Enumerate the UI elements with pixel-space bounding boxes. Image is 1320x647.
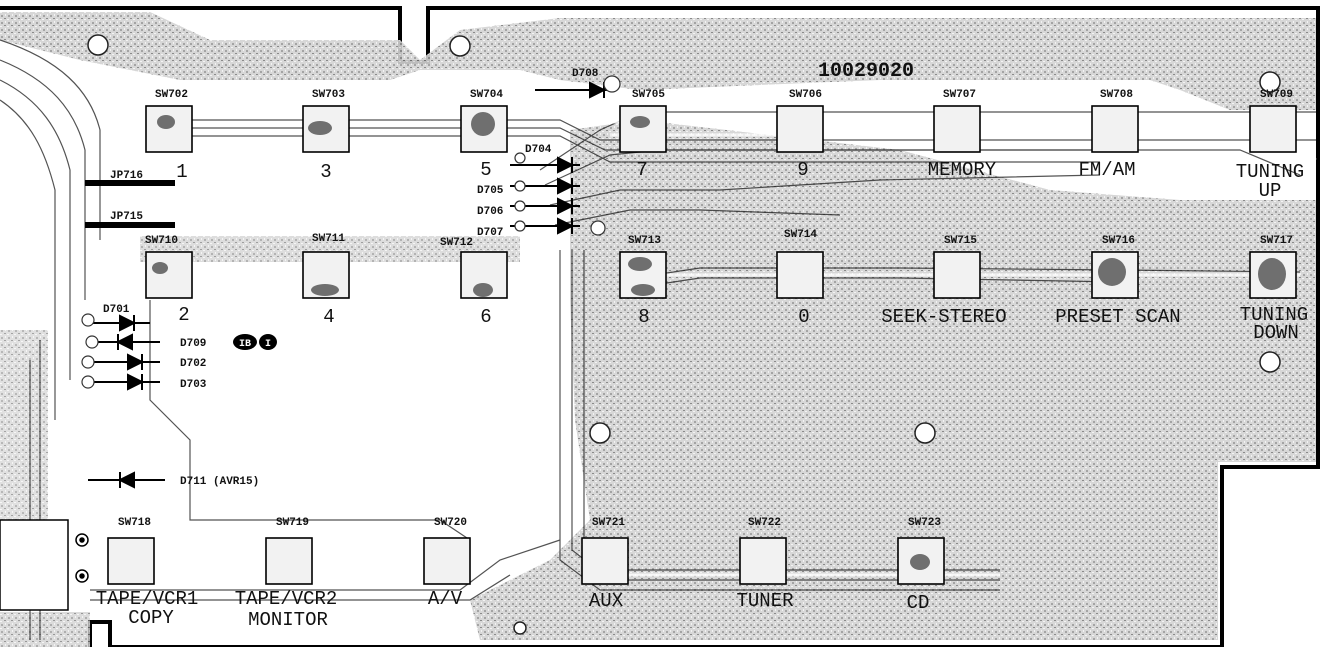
mounting-holes <box>87 34 1281 635</box>
sw705-ref: SW705 <box>632 89 665 101</box>
jp715-label: JP715 <box>110 211 143 223</box>
sw707-pad <box>933 105 981 153</box>
sw717-ref: SW717 <box>1260 235 1293 247</box>
sw709-ref: SW709 <box>1260 89 1293 101</box>
sw711-label: 4 <box>323 306 334 328</box>
sw703-label: 3 <box>320 161 331 183</box>
sw706-pad <box>776 105 824 153</box>
part-number: 10029020 <box>818 60 914 83</box>
sw716-label: PRESET SCAN <box>1055 306 1180 328</box>
sw702-label: 1 <box>176 161 187 183</box>
marker-ib-text: IB <box>239 339 251 350</box>
marker-i-text: I <box>265 339 271 350</box>
sw708-label: FM/AM <box>1078 159 1135 181</box>
connector-left <box>0 519 89 611</box>
copper-pour-right <box>470 120 1316 640</box>
sw720-pad <box>423 537 471 585</box>
sw720-label: A/V <box>428 588 463 610</box>
diode-labels: D708 D704 D705 D706 D707 D701 D709 D702 … <box>103 68 599 488</box>
d709-label: D709 <box>180 338 206 350</box>
marker-ib <box>233 334 257 350</box>
sw711-ref: SW711 <box>312 233 345 245</box>
sw722-ref: SW722 <box>748 517 781 529</box>
sw716-ref: SW716 <box>1102 235 1135 247</box>
copper-strip-middle <box>140 236 520 262</box>
sw706-label: 9 <box>797 159 808 181</box>
sw709-label-2: UP <box>1259 180 1282 202</box>
sw715-label: SEEK-STEREO <box>881 306 1006 328</box>
sw713-ref: SW713 <box>628 235 661 247</box>
sw715-ref: SW715 <box>944 235 977 247</box>
sw710-pad <box>145 251 193 299</box>
sw723-ref: SW723 <box>908 517 941 529</box>
traces <box>0 39 1316 640</box>
sw704-label: 5 <box>480 159 491 181</box>
sw719-label-2: MONITOR <box>248 609 328 631</box>
sw705-label: 7 <box>636 159 647 181</box>
sw722-pad <box>739 537 787 585</box>
d707-label: D707 <box>477 227 503 239</box>
vias <box>81 75 621 389</box>
switch-pads <box>107 105 1297 585</box>
sw718-label-2: COPY <box>128 607 174 629</box>
sw713-label: 8 <box>638 306 649 328</box>
sw723-label: CD <box>907 592 930 614</box>
sw706-ref: SW706 <box>789 89 822 101</box>
pad-contacts <box>152 112 1286 570</box>
sw712-pad <box>460 251 508 299</box>
jp716-label: JP716 <box>110 170 143 182</box>
sw703-ref: SW703 <box>312 89 345 101</box>
sw712-ref: SW712 <box>440 237 473 249</box>
sw702-pad <box>145 105 193 153</box>
sw708-ref: SW708 <box>1100 89 1133 101</box>
sw709-label-1: TUNING <box>1236 161 1304 183</box>
d711-label: D711 (AVR15) <box>180 476 259 488</box>
d704-label: D704 <box>525 144 552 156</box>
sw709-pad <box>1249 105 1297 153</box>
d702-label: D702 <box>180 358 206 370</box>
sw714-ref: SW714 <box>784 229 817 241</box>
sw717-label-1: TUNING <box>1240 304 1308 326</box>
switch-refs: SW702 SW703 SW704 SW705 SW706 SW707 SW70… <box>118 89 1293 529</box>
sw710-ref: SW710 <box>145 235 178 247</box>
sw702-ref: SW702 <box>155 89 188 101</box>
sw712-label: 6 <box>480 306 491 328</box>
d701-label: D701 <box>103 304 130 316</box>
jumpers <box>85 180 175 228</box>
sw718-label-1: TAPE/VCR1 <box>96 588 199 610</box>
copper-bottom-left <box>0 612 90 647</box>
sw710-label: 2 <box>178 304 189 326</box>
sw721-label: AUX <box>589 590 624 612</box>
d703-label: D703 <box>180 379 207 391</box>
sw704-ref: SW704 <box>470 89 503 101</box>
diode-symbols <box>88 81 615 489</box>
sw719-label-1: TAPE/VCR2 <box>235 588 338 610</box>
sw719-pad <box>265 537 313 585</box>
sw708-pad <box>1091 105 1139 153</box>
sw718-pad <box>107 537 155 585</box>
sw721-pad <box>581 537 629 585</box>
sw707-label: MEMORY <box>928 159 997 181</box>
d706-label: D706 <box>477 206 503 218</box>
sw717-label-2: DOWN <box>1253 322 1299 344</box>
sw714-pad <box>776 251 824 299</box>
d705-label: D705 <box>477 185 504 197</box>
sw719-ref: SW719 <box>276 517 309 529</box>
copper-pour-top <box>0 12 1316 110</box>
sw705-pad <box>619 105 667 153</box>
sw715-pad <box>933 251 981 299</box>
marker-i <box>259 334 277 350</box>
sw707-ref: SW707 <box>943 89 976 101</box>
sw721-ref: SW721 <box>592 517 625 529</box>
sw722-label: TUNER <box>736 590 793 612</box>
sw714-label: 0 <box>798 306 809 328</box>
switch-labels: 1 3 5 7 9 MEMORY FM/AM TUNING UP 2 4 6 8… <box>96 159 1309 631</box>
sw720-ref: SW720 <box>434 517 467 529</box>
sw718-ref: SW718 <box>118 517 151 529</box>
d708-label: D708 <box>572 68 599 80</box>
